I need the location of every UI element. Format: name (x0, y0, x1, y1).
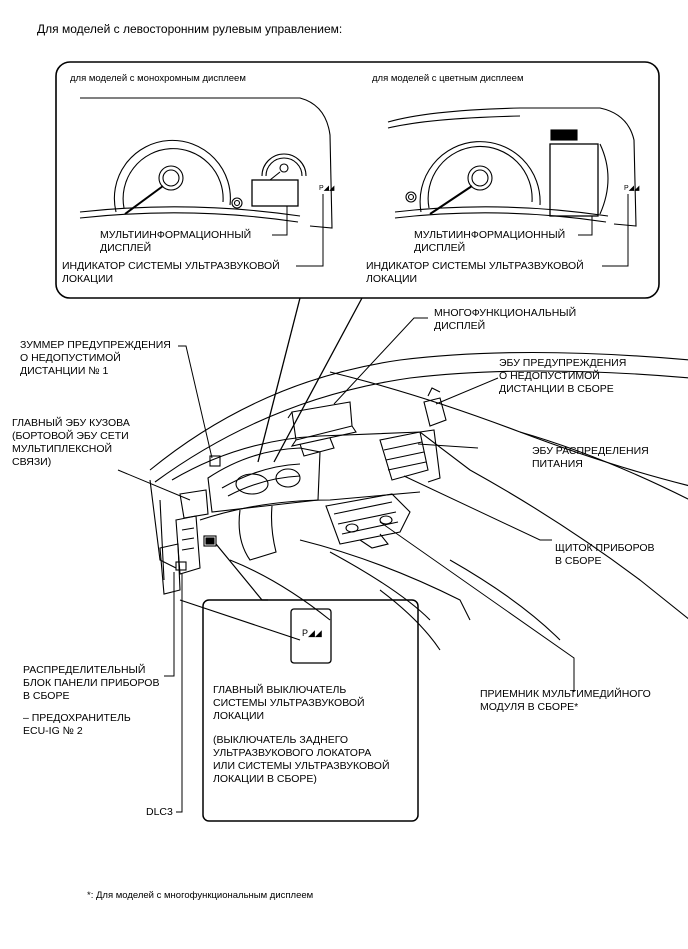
mono-cluster-drawing (79, 97, 333, 229)
switch-icon-glyph: P◢◢ (302, 628, 322, 638)
power-ecu-leader (417, 443, 479, 449)
mono-pm-indicator-glyph: P◢◢ (319, 185, 335, 192)
receiver-leader (379, 521, 575, 692)
meter-leader (403, 475, 552, 541)
color-indicator-leader (602, 194, 629, 267)
footnote: *: Для моделей с многофункциональным дис… (87, 890, 314, 901)
junction-leader (164, 572, 175, 677)
page-header: Для моделей с левосторонним рулевым упра… (37, 22, 343, 36)
mono-indicator-leader (296, 194, 324, 267)
distance-ecu-leader (435, 377, 499, 405)
inset-callout-right (273, 297, 363, 463)
color-cluster-drawing (387, 107, 637, 227)
switch-callout (215, 543, 268, 601)
dlc3-leader (176, 574, 183, 813)
color-display-title: для моделей с цветным дисплеем (372, 73, 524, 84)
dlc3-label: DLC3 (146, 806, 173, 818)
inset-callout-left (257, 297, 301, 463)
dashboard-drawing (149, 351, 688, 651)
multi-display-leader (333, 317, 428, 405)
body-ecu-leader (117, 469, 191, 501)
switch-detail-frame (202, 599, 419, 822)
mono-mid-leader (272, 206, 288, 236)
switch-icon-frame (290, 608, 332, 664)
color-pm-indicator-glyph: P◢◢ (624, 185, 640, 192)
mono-display-title: для моделей с монохромным дисплеем (70, 73, 246, 84)
color-mid-leader (578, 216, 593, 236)
inset-frame (55, 61, 660, 299)
buzzer-leader (178, 345, 213, 459)
